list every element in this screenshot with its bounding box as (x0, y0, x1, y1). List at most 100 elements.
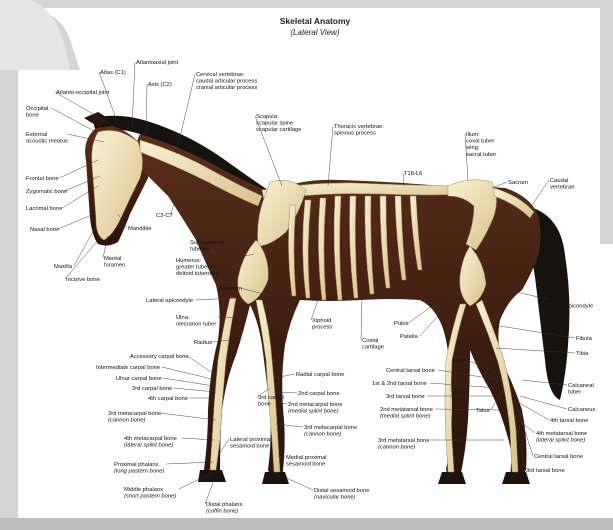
label-maxilla: Maxilla (54, 264, 73, 270)
label-line: Tibia (576, 351, 589, 357)
hoof-fore-left (198, 470, 226, 482)
label-line: deltoid tuberosity (176, 271, 220, 277)
label-line: (medial splint bone) (288, 409, 339, 415)
label-line: Humerus: (176, 258, 202, 264)
label-line: Axis (C2) (148, 82, 172, 88)
label-line: foramen (104, 263, 125, 269)
label-line: Middle phalanx (124, 487, 163, 493)
label-line: lateral epicondyle (548, 304, 593, 310)
label-line: 3rd metacarpal bone (304, 425, 357, 431)
label-line: (lateral splint bone) (124, 443, 173, 449)
label-line: Radial carpal bone (296, 372, 344, 378)
label-line: 3rd tarsal bone (386, 394, 425, 400)
label-line: tuber (568, 390, 581, 396)
label-line: 4th carpal bone (148, 396, 188, 402)
label-line: Ulnar carpal bone (116, 376, 162, 382)
label-2nd-carpal: 2nd carpal bone (298, 391, 340, 397)
label-calcaneus: Calcaneus (568, 407, 595, 413)
diagram-subtitle: (Lateral View) (290, 28, 340, 37)
label-line: Fibula (576, 336, 593, 342)
label-4th-metatarsal: 4th metatarsal bone(lateral splint bone) (536, 431, 587, 444)
label-t18-l6: T18-L6 (404, 171, 422, 177)
label-mandible: Mandible (128, 226, 152, 232)
label-line: 2nd carpal bone (298, 391, 340, 397)
label-line: acoustic meatus (26, 139, 68, 145)
label-nasal: Nasal bone (30, 227, 59, 233)
label-sternum: Sternum (220, 286, 242, 292)
hoof-hind-left (438, 472, 466, 484)
label-talus-top: Talus (452, 358, 466, 364)
label-line: Radius (194, 340, 212, 346)
label-line: Lateral epicondyle (146, 298, 193, 304)
label-line: Sternum (220, 286, 242, 292)
label-line: scapular cartilage (256, 127, 301, 133)
label-4th-tarsal: 4th tarsal bone (550, 418, 588, 424)
label-1st-2nd-tarsal: 1st & 2nd tarsal bone (372, 381, 427, 387)
label-line: Patella (400, 334, 419, 340)
label-line: Caudal (550, 178, 568, 184)
label-line: olecranon tuber (176, 322, 216, 328)
label-frontal: Frontal bone (26, 176, 59, 182)
label-radial-carpal: Radial carpal bone (296, 372, 344, 378)
label-xiphoid: Xiphoidprocess (312, 318, 332, 331)
label-line: Calcaneus (568, 407, 595, 413)
label-atlantoaxial: Atlantoaxial joint (136, 60, 179, 66)
label-line: Maxilla (54, 264, 73, 270)
label-ulnar-carpal: Ulnar carpal bone (116, 376, 162, 382)
label-line: Distal sesamoid bone (314, 488, 369, 494)
label-line: cranial articular process (196, 85, 257, 91)
label-axis: Axis (C2) (148, 82, 172, 88)
label-line: (cannon bone) (378, 445, 415, 451)
label-tibia: Tibia (576, 351, 589, 357)
label-line: Atlas (C1) (100, 70, 126, 76)
label-line: 1st & 2nd tarsal bone (372, 381, 427, 387)
label-4th-metacarpal: 4th metacarpal bone(lateral splint bone) (124, 436, 177, 449)
label-line: (navicular bone) (314, 495, 356, 501)
label-atlas: Atlas (C1) (100, 70, 126, 76)
label-line: Lateral proximal (230, 437, 271, 443)
label-line: sesamoid bone (230, 444, 269, 450)
label-line: Ulna: (176, 315, 190, 321)
label-lateral-epicondyle: Lateral epicondyle (146, 298, 193, 304)
label-c3-c7: C3-C7 (156, 213, 173, 219)
label-line: Intermediate carpal bone (96, 365, 160, 371)
hoof-fore-right (262, 472, 289, 484)
label-line: Incisive bone (66, 277, 100, 283)
label-radius: Radius (194, 340, 212, 346)
label-proximal-phalanx: Proximal phalanx(long pastern bone) (114, 462, 164, 475)
label-line: coxal tuber (466, 139, 494, 145)
label-line: Talus (452, 358, 466, 364)
label-line: Atlantoaxial joint (136, 60, 179, 66)
label-line: Sacrum (508, 180, 528, 186)
label-line: Pubis (394, 321, 409, 327)
label-fibula: Fibula (576, 336, 593, 342)
label-line: Medial proximal (286, 455, 327, 461)
label-3rd-carpal-left: 3rd carpal bone (132, 386, 172, 392)
label-line: Femur: (548, 297, 567, 303)
label-line: tubercle (190, 247, 211, 253)
label-line: Nasal bone (30, 227, 59, 233)
label-intermediate-carpal: Intermediate carpal bone (96, 365, 160, 371)
label-line: C3-C7 (156, 213, 173, 219)
label-line: sesamoid bone (286, 462, 325, 468)
label-line: wing (465, 145, 478, 151)
label-accessory-carpal: Accessory carpal bone (130, 354, 189, 360)
label-line: caudal articular process (196, 79, 257, 85)
label-line: Supraglenoid (190, 240, 224, 246)
label-line: Distal phalanx (206, 502, 243, 508)
label-line: process (312, 325, 332, 331)
label-line: Occipital (26, 106, 48, 112)
label-lacrimal: Lacrimal bone (26, 206, 62, 212)
diagram-title: Skeletal Anatomy (280, 16, 351, 26)
label-line: bone (258, 402, 271, 408)
label-line: (long pastern bone) (114, 469, 164, 475)
label-line: Talus (476, 408, 490, 414)
label-line: sacral tuber (466, 152, 496, 158)
label-zygomatic: Zygomatic bone (26, 189, 67, 195)
label-line: (medial splint bone) (380, 414, 431, 420)
label-line: 2nd metacarpal bone (288, 402, 342, 408)
label-line: 3rd metacarpal bone (108, 411, 161, 417)
label-line: Calcaneal (568, 383, 594, 389)
